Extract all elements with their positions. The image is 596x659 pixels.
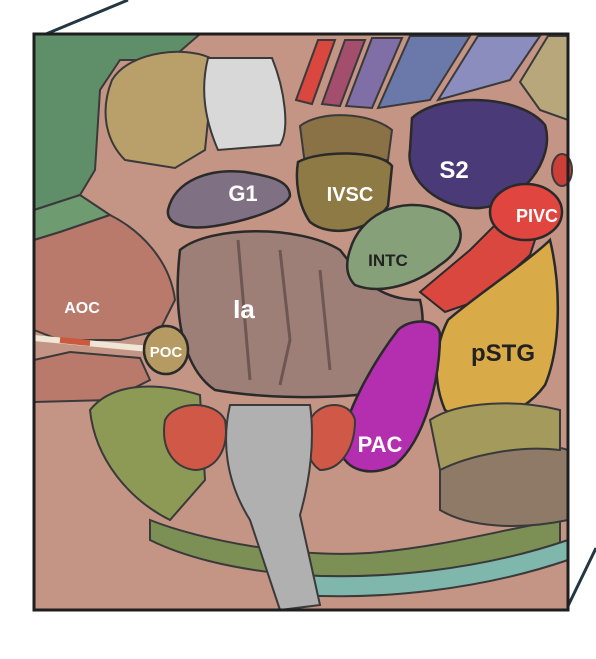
tan-region (104, 50, 216, 170)
s2-region (408, 98, 549, 210)
pale-blue-stripe (435, 35, 542, 102)
magenta-stripe (320, 39, 367, 108)
left-probe-marker (59, 337, 91, 346)
upper-brown-region (298, 114, 394, 167)
poc-region (142, 324, 190, 376)
ia-sulcus-2 (278, 249, 292, 386)
label-poc: POC (150, 344, 183, 361)
left-probe (33, 335, 161, 353)
label-pivc: PIVC (516, 206, 558, 226)
frame-border (32, 32, 570, 612)
pstg-region (435, 237, 560, 422)
ia-sulcus-1 (236, 239, 252, 381)
intc-region (345, 203, 462, 291)
label-pstg: pSTG (471, 340, 535, 367)
label-pac: PAC (358, 432, 403, 457)
ia-sulcus-3 (318, 269, 332, 371)
label-g1: G1 (228, 181, 257, 206)
label-ivsc: IVSC (327, 184, 374, 206)
pac-region (338, 320, 442, 473)
purple-stripe (344, 37, 404, 110)
pivc-region (488, 182, 564, 242)
lower-red-left (163, 404, 227, 472)
top-probe (203, 57, 287, 152)
corner-line-top-left (45, 0, 129, 36)
label-intc: INTC (368, 251, 408, 270)
red-stripe (294, 39, 337, 106)
label-aoc: AOC (64, 300, 100, 317)
lower-right-olive (428, 402, 561, 472)
blue-stripe (376, 35, 472, 110)
corner-line-bottom-right (566, 547, 596, 607)
label-s2: S2 (439, 157, 468, 184)
bottom-probe (225, 404, 322, 612)
aoc-region (33, 213, 177, 341)
label-ia: Ia (233, 294, 255, 324)
g1-region (166, 170, 292, 229)
